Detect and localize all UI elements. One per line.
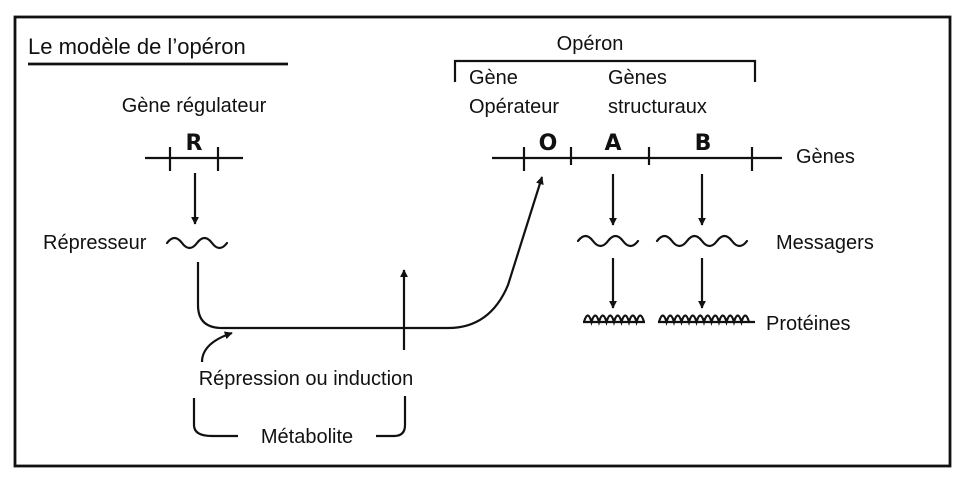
gene-operateur-line2: Opérateur <box>469 96 559 118</box>
gene-b-letter: B <box>695 131 712 156</box>
proteines-row-label: Protéines <box>766 313 851 335</box>
metabolite-to-repressor-arrow <box>200 331 233 363</box>
repression-induction-label: Répression ou induction <box>199 368 414 390</box>
messenger-b-wave <box>655 234 749 248</box>
gene-operateur-line1: Gène <box>469 67 518 89</box>
regulator-letter: R <box>186 131 203 156</box>
regulator-label: Gène régulateur <box>122 95 267 117</box>
genes-structuraux-line1: Gènes <box>608 67 667 89</box>
operon-bracket <box>453 59 757 82</box>
messenger-a-wave <box>576 234 640 248</box>
repressor-wave <box>165 236 229 250</box>
messagers-row-label: Messagers <box>776 232 874 254</box>
gene-a-letter: A <box>604 131 621 156</box>
protein-a-coil <box>582 314 646 326</box>
metabolite-label: Métabolite <box>261 426 353 448</box>
represseur-label: Répresseur <box>43 232 147 254</box>
repressor-to-operator-arrow <box>196 176 544 330</box>
genes-row-label: Gènes <box>796 146 855 168</box>
metabolite-bracket-left <box>192 398 238 438</box>
genes-structuraux-line2: structuraux <box>608 96 707 118</box>
metabolite-bracket-right <box>376 396 407 438</box>
protein-b-coil <box>657 314 755 326</box>
operator-letter: O <box>539 131 558 156</box>
operon-label: Opéron <box>557 33 624 55</box>
diagram-title: Le modèle de l’opéron <box>28 34 246 59</box>
diagram-frame <box>13 15 952 468</box>
